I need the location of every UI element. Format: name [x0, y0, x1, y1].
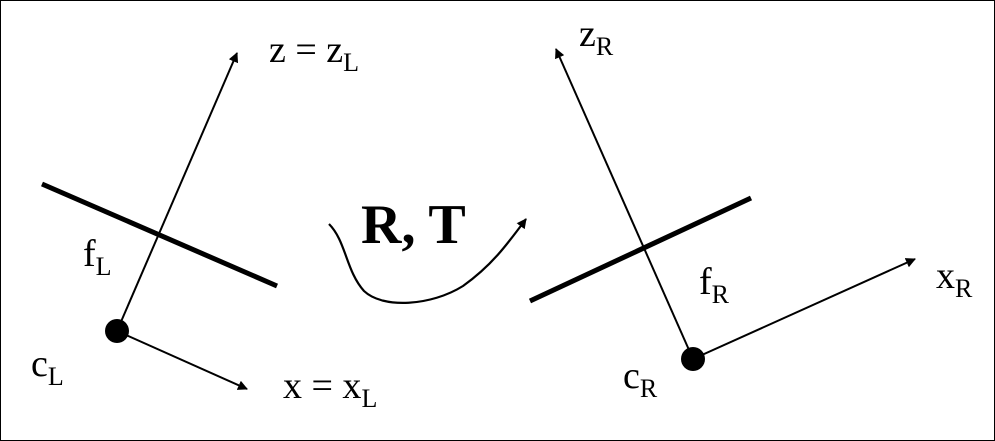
right-z-axis	[555, 48, 694, 360]
label-transform: R, T	[361, 194, 466, 256]
label-z-left: z = zL	[269, 29, 360, 77]
right-camera-center	[681, 347, 705, 371]
label-x-left: x = xL	[283, 365, 378, 413]
label-x-right: xR	[936, 255, 973, 303]
label-f-left: fL	[83, 233, 112, 281]
left-camera-center	[105, 319, 129, 343]
label-f-right: fR	[699, 261, 729, 309]
right-image-plane	[528, 195, 753, 304]
label-c-right: cR	[623, 355, 658, 403]
label-z-right: zR	[579, 13, 614, 61]
right-x-axis	[692, 258, 916, 360]
transform-curve	[328, 218, 527, 305]
left-x-axis	[116, 330, 248, 390]
label-c-left: cL	[31, 343, 64, 391]
left-z-axis	[116, 52, 239, 332]
